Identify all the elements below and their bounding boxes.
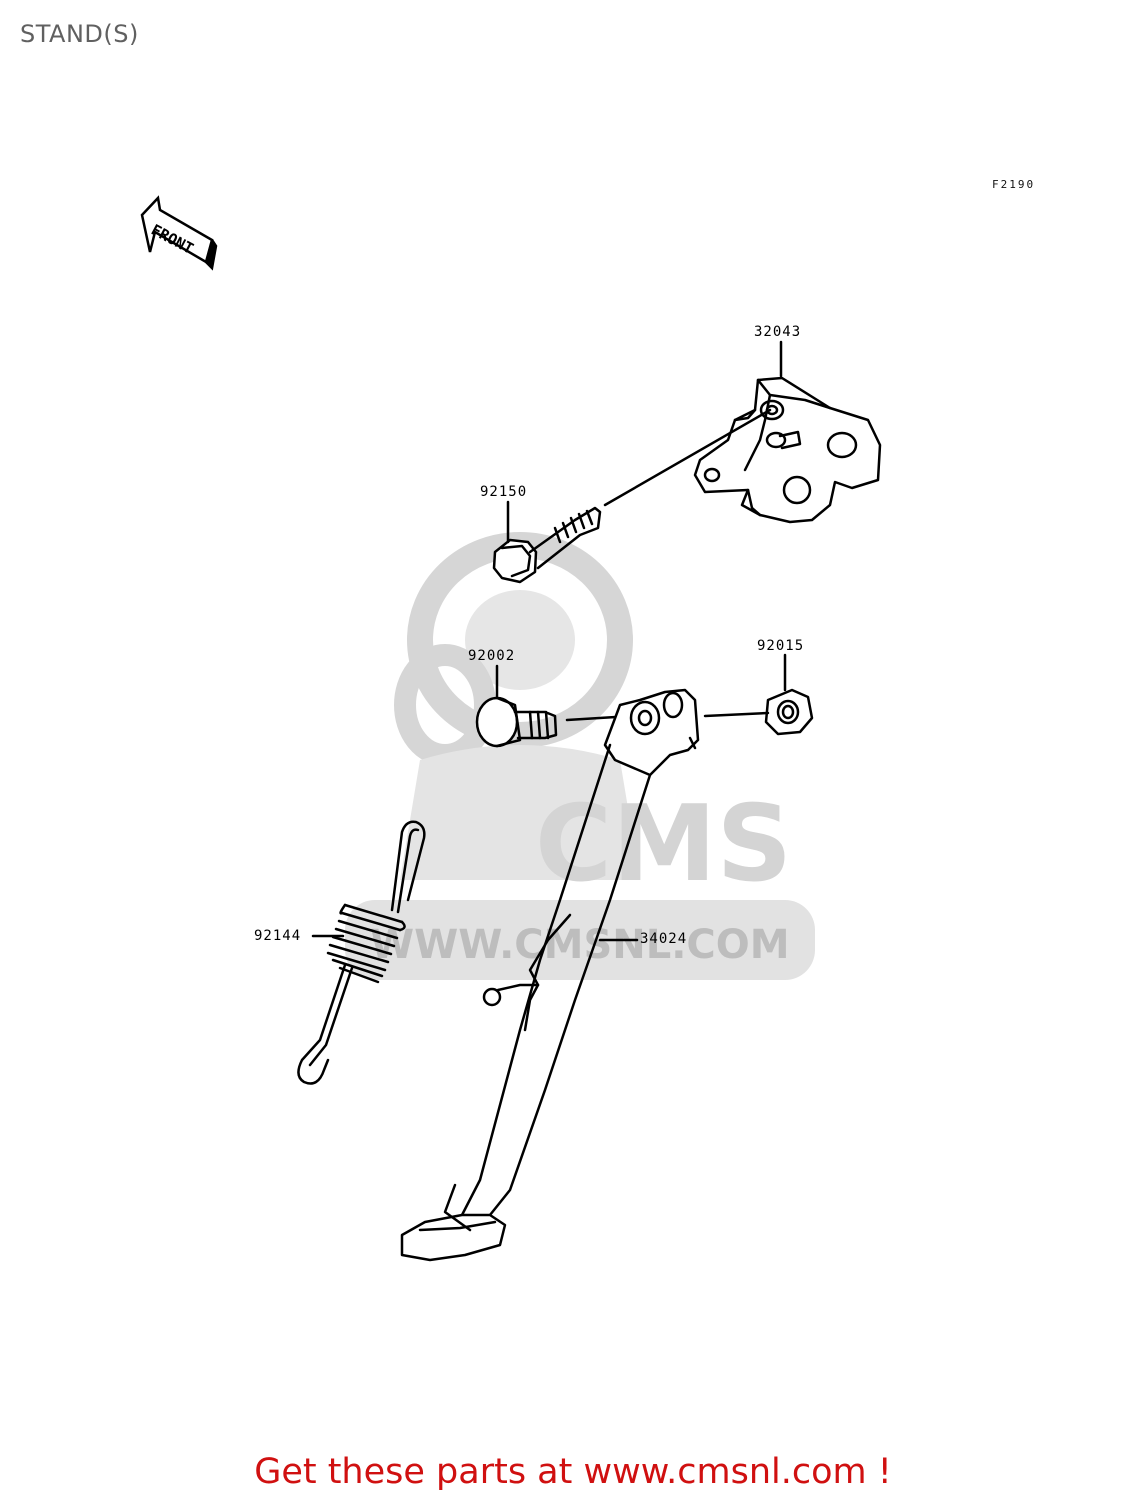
nut-92015 bbox=[764, 688, 814, 736]
part-label-92015[interactable]: 92015 bbox=[757, 638, 805, 654]
front-arrow-badge: FRONT bbox=[140, 195, 218, 271]
part-label-92144[interactable]: 92144 bbox=[254, 928, 302, 944]
part-label-92002[interactable]: 92002 bbox=[468, 648, 516, 664]
part-label-92150[interactable]: 92150 bbox=[480, 484, 528, 500]
part-label-32043[interactable]: 32043 bbox=[754, 324, 802, 340]
bolt-92002 bbox=[475, 696, 558, 748]
watermark-url: WWW.CMSNL.COM bbox=[370, 922, 790, 968]
footer-link[interactable]: Get these parts at www.cmsnl.com ! bbox=[254, 1452, 892, 1492]
page-title: STAND(S) bbox=[20, 20, 139, 48]
bolt-92150 bbox=[492, 506, 602, 584]
leader-34024-92015 bbox=[703, 711, 770, 718]
bracket-32043 bbox=[693, 376, 882, 524]
leader-92150-32043 bbox=[603, 408, 772, 507]
spring-92144 bbox=[297, 820, 426, 1085]
cms-watermark: CMS WWW.CMSNL.COM bbox=[345, 532, 815, 980]
watermark-brand: CMS bbox=[535, 783, 792, 905]
figure-code: F2190 bbox=[992, 178, 1036, 191]
part-label-34024[interactable]: 34024 bbox=[640, 931, 688, 947]
side-stand-34024 bbox=[400, 688, 700, 1262]
